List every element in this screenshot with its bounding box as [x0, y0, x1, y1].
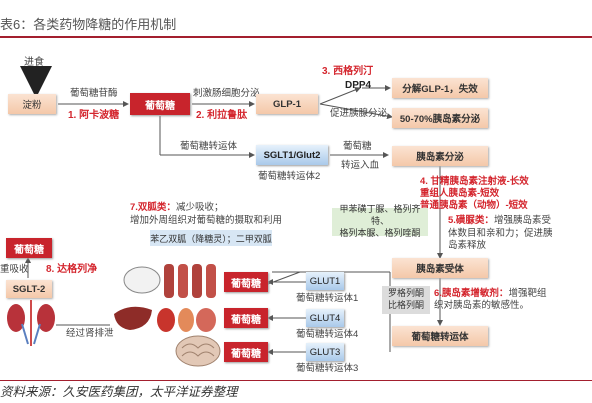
via-kidney-label: 经过肾排泄 [66, 328, 114, 339]
drug-sensitizer-desc: 6.胰岛素增敏剂：增强靶组 [434, 288, 546, 300]
drug-biguanide: 7.双胍类： [130, 202, 176, 213]
glitazone-line2: 比格列酮 [387, 300, 424, 310]
promote-secretion-label: 促进胰腺分泌 [330, 108, 388, 119]
transport-blood-label: 转运入血 [341, 160, 380, 171]
glucosidase-label: 葡萄糖苷酶 [70, 88, 118, 99]
glitazone-line1: 罗格列酮 [387, 288, 424, 299]
intake-label: 进食 [24, 57, 44, 68]
drug-biguanide-line1: 7.双胍类：减少吸收； [130, 202, 223, 214]
sulfonylurea-desc-1: 增强胰岛素受 [493, 215, 551, 226]
sulfonylurea-line2: 格列本脲、格列喹酮 [339, 227, 421, 238]
stimulate-gut-label: 刺激肠细胞分泌 [193, 88, 260, 99]
transporter4-label: 葡萄糖转运体4 [296, 329, 359, 340]
glut4-node: GLUT4 [306, 309, 344, 327]
glucose-node-out1: 葡萄糖 [224, 272, 268, 292]
glut1-node: GLUT1 [306, 272, 344, 290]
glut3-node: GLUT3 [306, 343, 344, 361]
drug-sulfonylurea-desc: 5.磺脲类：增强胰岛素受 [448, 215, 551, 227]
sulfonylurea-box: 甲苯磺丁脲、格列齐特、 格列本脲、格列喹酮 [332, 204, 428, 238]
drug-animal-insulin: 普通胰岛素（动物）-短效 [420, 200, 528, 211]
drug-insulin-glargine: 4. 甘精胰岛素注射液-长效 [420, 176, 529, 187]
sulfonylurea-desc-2: 体数目和亲和力；促进胰 [448, 228, 553, 239]
drug-acarbose: 1. 阿卡波糖 [68, 110, 120, 121]
sglt1-glut2-node: SGLT1/Glut2 [256, 145, 328, 165]
glucose-node-out3: 葡萄糖 [224, 342, 268, 362]
glucose-node-top: 葡萄糖 [130, 93, 190, 115]
drug-liraglutide: 2. 利拉鲁肽 [196, 110, 248, 121]
glp1-inactive-node: 分解GLP-1，失效 [392, 78, 488, 98]
biguanide-desc-1: 减少吸收； [175, 202, 224, 213]
drug-sitagliptin: 3. 西格列汀 [322, 66, 374, 77]
transporter-label: 葡萄糖转运体 [180, 141, 238, 152]
glitazone-box: 罗格列酮 比格列酮 [382, 286, 430, 314]
glucose-transporter-node: 葡萄糖转运体 [392, 326, 488, 346]
insulin-receptor-node: 胰岛素受体 [392, 258, 488, 278]
liver-organs-icon [114, 306, 216, 332]
biguanide-box: 苯乙双胍（降糖灵）；二甲双胍 [150, 230, 272, 246]
drug-sensitizer: 6.胰岛素增敏剂： [434, 288, 509, 299]
transporter1-label: 葡萄糖转运体1 [296, 293, 359, 304]
sglt2-node: SGLT-2 [6, 280, 52, 298]
drug-recombinant-insulin: 重组人胰岛素-短效 [420, 188, 500, 199]
glp1-node: GLP-1 [256, 94, 318, 114]
biguanide-desc-2: 增加外周组织对葡萄糖的摄取和利用 [130, 215, 283, 226]
drug-sulfonylurea: 5.磺脲类： [448, 215, 494, 226]
muscle-icon [123, 264, 216, 298]
sensitizer-desc-1: 增强靶组 [508, 288, 547, 299]
source-rule [0, 380, 592, 381]
figure-title: 表6：各类药物降糖的作用机制 [0, 17, 177, 32]
insulin-secretion-pct-node: 50-70%胰岛素分泌 [392, 108, 488, 128]
brain-icon [175, 335, 221, 367]
glucose-node-out2: 葡萄糖 [224, 308, 268, 328]
sulfonylurea-desc-3: 岛素释放 [448, 240, 487, 251]
starch-node: 淀粉 [8, 94, 56, 114]
sulfonylurea-line1: 甲苯磺丁脲、格列齐特、 [339, 204, 421, 227]
source-note: 资料来源：久安医药集团，太平洋证券整理 [0, 385, 238, 399]
transporter2-label: 葡萄糖转运体2 [258, 171, 321, 182]
glucose-node-left: 葡萄糖 [6, 238, 52, 258]
glucose-mid-label: 葡萄糖 [343, 141, 372, 152]
reabsorb-label: 重吸收 [0, 264, 29, 275]
transporter3-label: 葡萄糖转运体3 [296, 363, 359, 374]
kidney-icon [7, 300, 55, 346]
drug-dapagliflozin: 8. 达格列净 [46, 264, 98, 275]
title-rule [0, 36, 592, 38]
sensitizer-desc-2: 织对胰岛素的敏感性。 [434, 300, 530, 311]
insulin-secretion-node: 胰岛素分泌 [392, 146, 488, 166]
dpp4-label: DPP4 [345, 80, 372, 91]
